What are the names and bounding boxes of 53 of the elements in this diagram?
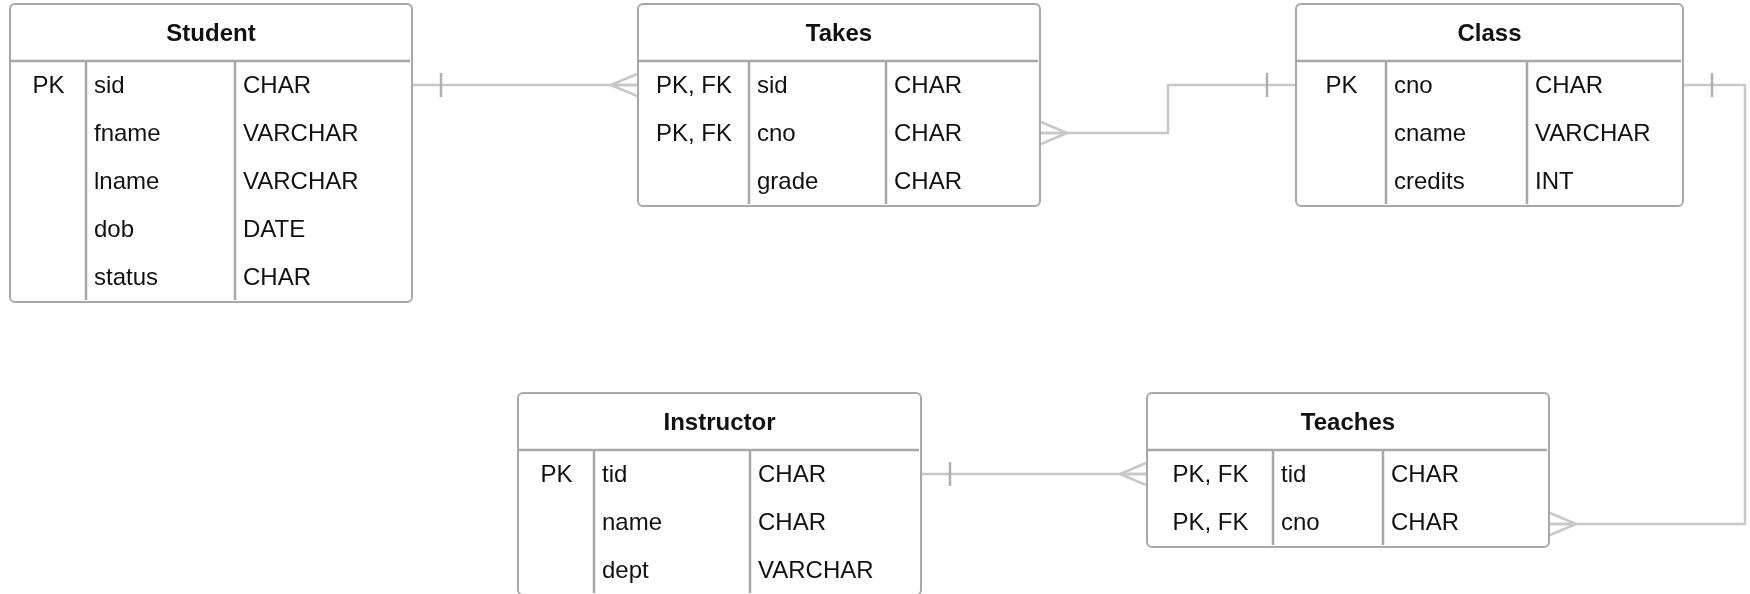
column-name: lname [94, 157, 160, 205]
column-name: fname [94, 109, 161, 157]
column-type: INT [1535, 157, 1574, 205]
column-type: VARCHAR [243, 109, 359, 157]
column-name: cname [1394, 109, 1467, 157]
column-name: dob [94, 205, 135, 253]
key-label: PK, FK [1148, 450, 1273, 498]
column-type: DATE [243, 205, 306, 253]
column-name: dept [602, 546, 649, 594]
column-type: CHAR [1535, 61, 1603, 109]
table-title: Student [166, 19, 256, 47]
key-label: PK [1297, 61, 1386, 109]
column-name: tid [1281, 450, 1307, 498]
column-type: CHAR [894, 61, 962, 109]
table-title: Takes [805, 19, 873, 47]
entity-table [1146, 392, 1550, 548]
table-title: Teaches [1300, 408, 1396, 436]
column-name: status [94, 253, 159, 301]
column-name: sid [757, 61, 788, 109]
column-type: CHAR [1391, 450, 1459, 498]
column-type: CHAR [1391, 498, 1459, 546]
column-type: CHAR [894, 109, 962, 157]
relationship-line [1548, 71, 1747, 537]
entity-table [1295, 3, 1684, 207]
table-title: Instructor [663, 408, 776, 436]
column-name: credits [1394, 157, 1465, 205]
column-name: cno [1281, 498, 1320, 546]
key-label: PK, FK [1148, 498, 1273, 546]
column-type: CHAR [758, 450, 826, 498]
relationship-line [413, 71, 639, 99]
column-name: cno [757, 109, 796, 157]
key-label: PK, FK [639, 109, 749, 157]
relationship-line [922, 460, 1148, 488]
column-type: VARCHAR [758, 546, 874, 594]
column-type: CHAR [243, 61, 311, 109]
entity-table [637, 3, 1041, 207]
column-name: name [602, 498, 663, 546]
entity-table [517, 392, 922, 594]
column-type: CHAR [243, 253, 311, 301]
key-label: PK [11, 61, 86, 109]
column-type: CHAR [758, 498, 826, 546]
column-name: sid [94, 61, 125, 109]
column-type: CHAR [894, 157, 962, 205]
key-label: PK, FK [639, 61, 749, 109]
key-label: PK [519, 450, 594, 498]
table-title: Class [1457, 19, 1522, 47]
relationship-line [1039, 71, 1295, 146]
column-type: VARCHAR [1535, 109, 1651, 157]
column-name: tid [602, 450, 628, 498]
entity-table [9, 3, 413, 303]
column-type: VARCHAR [243, 157, 359, 205]
column-name: cno [1394, 61, 1433, 109]
column-name: grade [757, 157, 819, 205]
